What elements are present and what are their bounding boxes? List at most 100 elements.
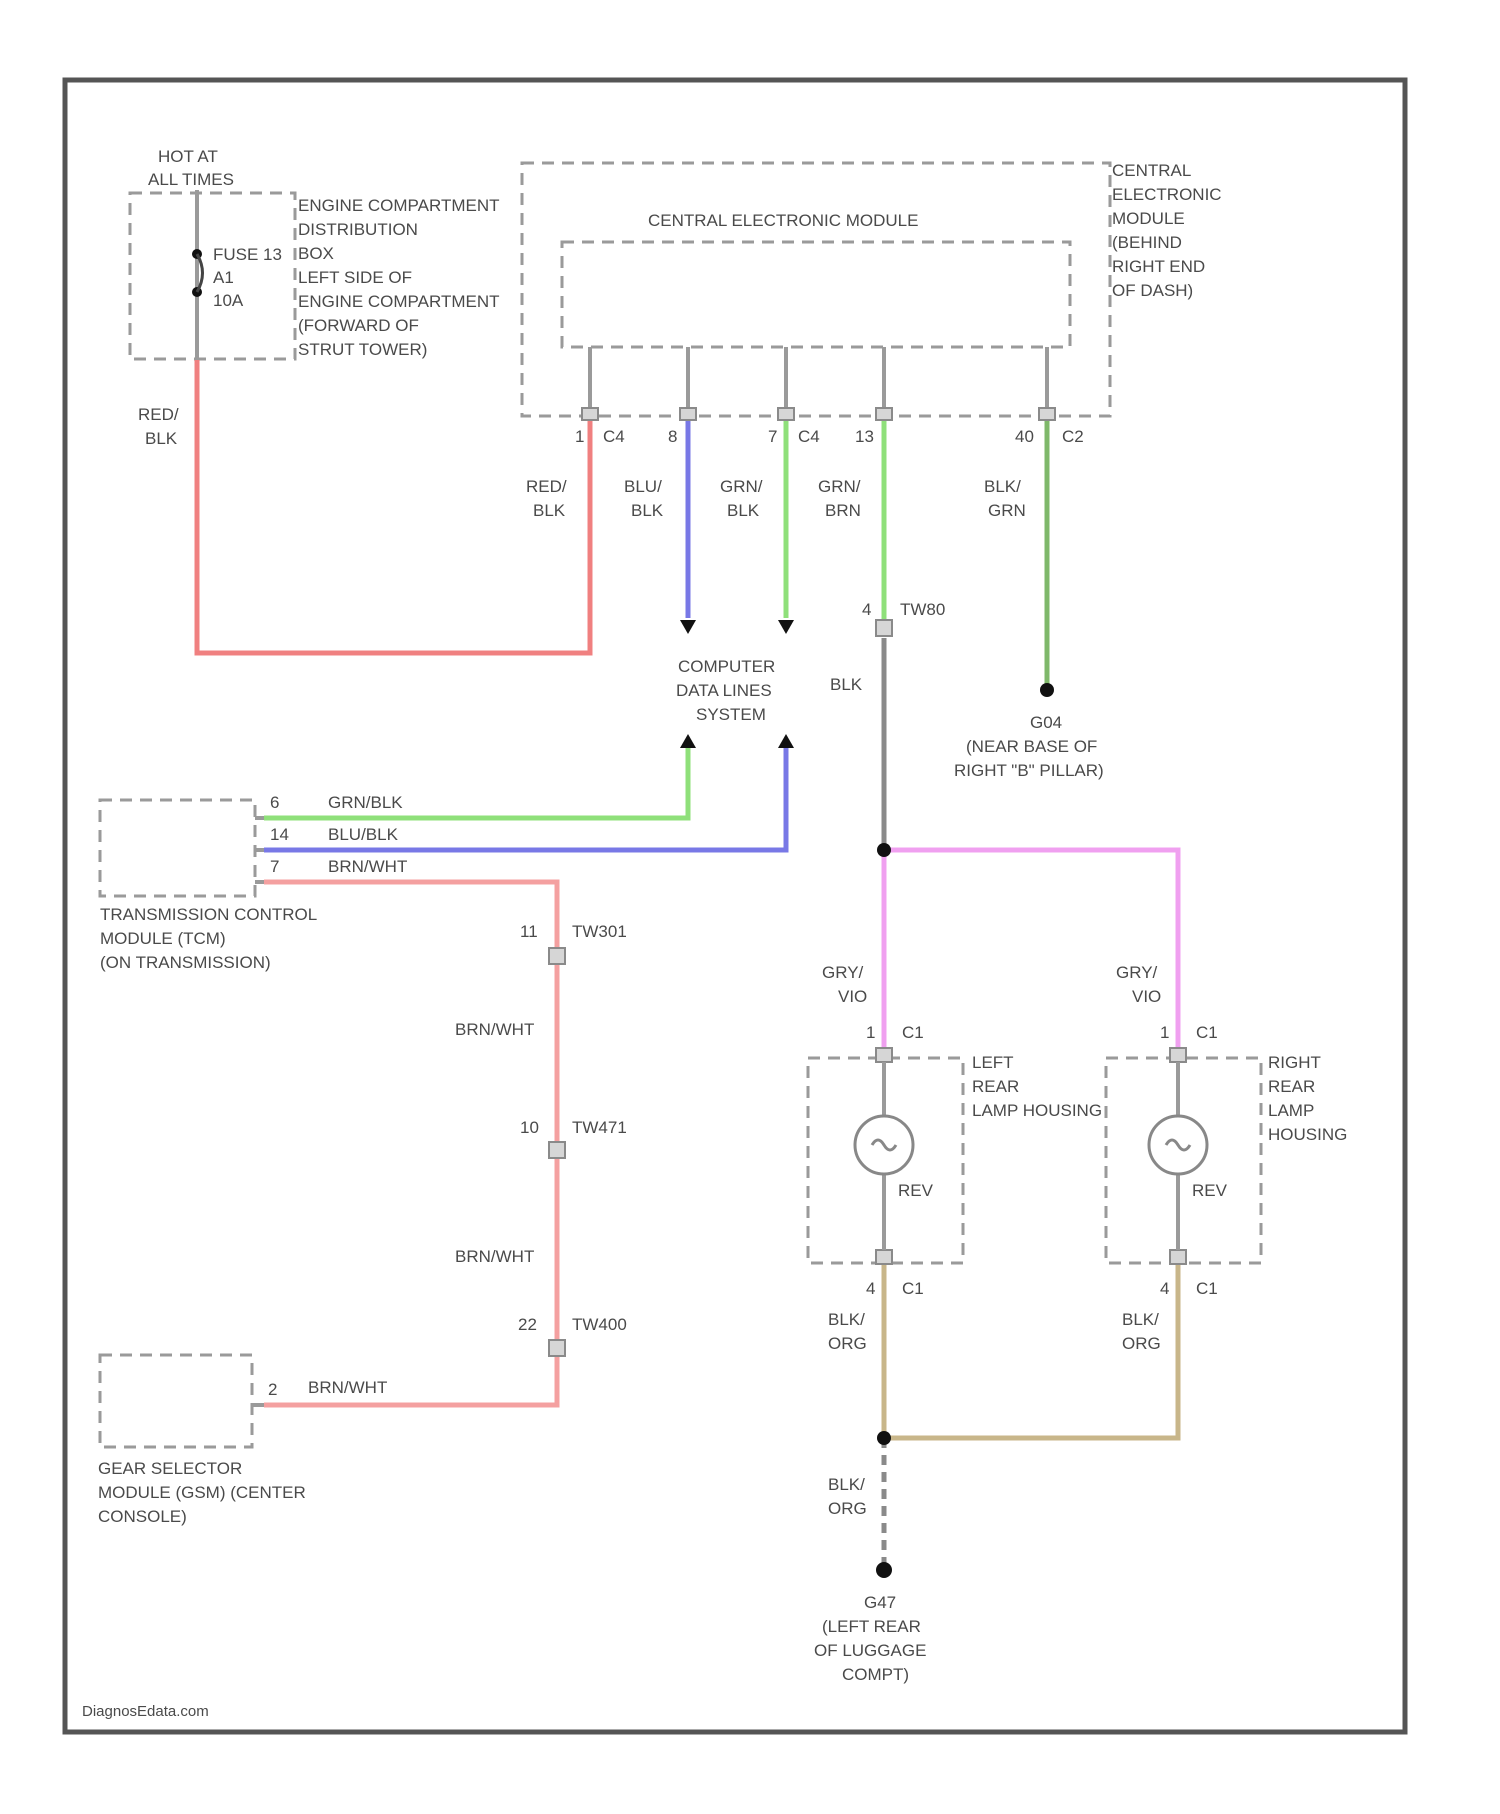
wire-label-brn-2: BRN/WHT [455,1247,534,1266]
cem-pin-40-connector: C2 [1062,427,1084,446]
g04-location-2: RIGHT "B" PILLAR) [954,761,1104,780]
left-lamp-top-connector: C1 [902,1023,924,1042]
wire-label-gry-vio-right-1: GRY/ [1116,963,1158,982]
wire-label-ground-1: BLK/ [828,1475,865,1494]
right-lamp-top-connector: C1 [1196,1023,1218,1042]
ground-g47-dot [876,1562,892,1578]
wire-label-pin1-2: BLK [533,501,566,520]
cem-title: CENTRAL ELECTRONIC MODULE [648,211,918,230]
gsm-pin: 2 [268,1380,277,1399]
tw471-pin: 10 [520,1118,539,1137]
gsm-label-1: GEAR SELECTOR [98,1459,242,1478]
wire-label-pin13-1: GRN/ [818,477,861,496]
cem-pin-13 [876,408,892,420]
wire-label-blk-org-left-2: ORG [828,1334,867,1353]
cem-location-6: OF DASH) [1112,281,1193,300]
tw471-name: TW471 [572,1118,627,1137]
arrow-grn-blk-up [680,734,696,748]
fuse-name: FUSE 13 [213,245,282,264]
fuse-box-label-2: DISTRIBUTION [298,220,418,239]
gsm-label-2: MODULE (GSM) (CENTER [98,1483,306,1502]
fuse-box-label-1: ENGINE COMPARTMENT [298,196,500,215]
cem-pin-8-number: 8 [668,427,677,446]
wire-label-tcm-grn: GRN/BLK [328,793,403,812]
right-lamp-bottom-pin [1170,1250,1186,1264]
cem-pin-1 [582,408,598,420]
cem-pin-7-number: 7 [768,427,777,446]
cem-location-1: CENTRAL [1112,161,1191,180]
left-lamp-label-2: REAR [972,1077,1019,1096]
data-lines-label-2: DATA LINES [676,681,772,700]
right-lamp-label-1: RIGHT [1268,1053,1321,1072]
left-lamp-top-pin [876,1048,892,1062]
gsm-label-3: CONSOLE) [98,1507,187,1526]
cem-location-2: ELECTRONIC [1112,185,1222,204]
right-lamp-label-3: LAMP [1268,1101,1314,1120]
wire-label-pin8-1: BLU/ [624,477,662,496]
wire-gry-vio [884,850,1178,1048]
fuse-box-label-5: ENGINE COMPARTMENT [298,292,500,311]
right-lamp-top-pin-number: 1 [1160,1023,1169,1042]
inline-connector-tw80 [876,620,892,636]
inline-connector-tw301 [549,948,565,964]
tw400-name: TW400 [572,1315,627,1334]
fuse-box-label-7: STRUT TOWER) [298,340,427,359]
ground-g04-dot [1040,683,1054,697]
left-lamp-bottom-pin-number: 4 [866,1279,875,1298]
cem-pin-1-number: 1 [575,427,584,446]
inline-connector-tw400 [549,1340,565,1356]
wire-label-feed-1: RED/ [138,405,179,424]
left-lamp-top-pin-number: 1 [866,1023,875,1042]
right-lamp-bottom-connector: C1 [1196,1279,1218,1298]
right-lamp-symbol: REV [1192,1181,1228,1200]
cem-location-3: MODULE [1112,209,1185,228]
g47-id: G47 [864,1593,896,1612]
cem-pin-40 [1039,408,1055,420]
wire-tcm-brn-wht [264,882,557,1405]
cem-location-4: (BEHIND [1112,233,1182,252]
credit-watermark: DiagnosEdata.com [82,1703,209,1720]
arrow-grn-blk-down [778,620,794,634]
g47-location-1: (LEFT REAR [822,1617,921,1636]
g04-id: G04 [1030,713,1062,732]
wire-label-pin13-2: BRN [825,501,861,520]
wire-label-ground-2: ORG [828,1499,867,1518]
tw400-pin: 22 [518,1315,537,1334]
wire-label-brn-1: BRN/WHT [455,1020,534,1039]
tw301-name: TW301 [572,922,627,941]
hot-label-2: ALL TIMES [148,170,234,189]
arrow-blu-blk-down [680,620,696,634]
wire-label-blk-org-left-1: BLK/ [828,1310,865,1329]
right-lamp-top-pin [1170,1048,1186,1062]
cem-pin-7 [778,408,794,420]
hot-label-1: HOT AT [158,147,218,166]
wire-label-tcm-blu: BLU/BLK [328,825,399,844]
wire-label-blk-org-right-1: BLK/ [1122,1310,1159,1329]
cem-pin-8 [680,408,696,420]
tw80-pin: 4 [862,600,871,619]
wire-label-gry-vio-left-2: VIO [838,987,867,1006]
wire-label-pin1-1: RED/ [526,477,567,496]
wire-label-pin40-2: GRN [988,501,1026,520]
g04-location-1: (NEAR BASE OF [966,737,1097,756]
wire-label-pin7-2: BLK [727,501,760,520]
fuse-box-label-4: LEFT SIDE OF [298,268,412,287]
wire-label-tcm-brn: BRN/WHT [328,857,407,876]
data-lines-label-1: COMPUTER [678,657,775,676]
data-lines-label-3: SYSTEM [696,705,766,724]
left-lamp-label-3: LAMP HOUSING [972,1101,1102,1120]
tcm-pin-7: 7 [270,857,279,876]
cem-pin-1-connector: C4 [603,427,625,446]
tw301-pin: 11 [520,922,538,941]
cem-pin-40-number: 40 [1015,427,1034,446]
cem-outer-outline [522,163,1110,416]
wire-red-blk-feed [197,360,590,653]
left-lamp-bottom-pin [876,1250,892,1264]
left-lamp-label-1: LEFT [972,1053,1014,1072]
fuse-rating-2: 10A [213,291,244,310]
tcm-outline [100,800,255,896]
g47-location-2: OF LUGGAGE [814,1641,926,1660]
wire-label-pin8-2: BLK [631,501,664,520]
wire-label-gsm: BRN/WHT [308,1378,387,1397]
